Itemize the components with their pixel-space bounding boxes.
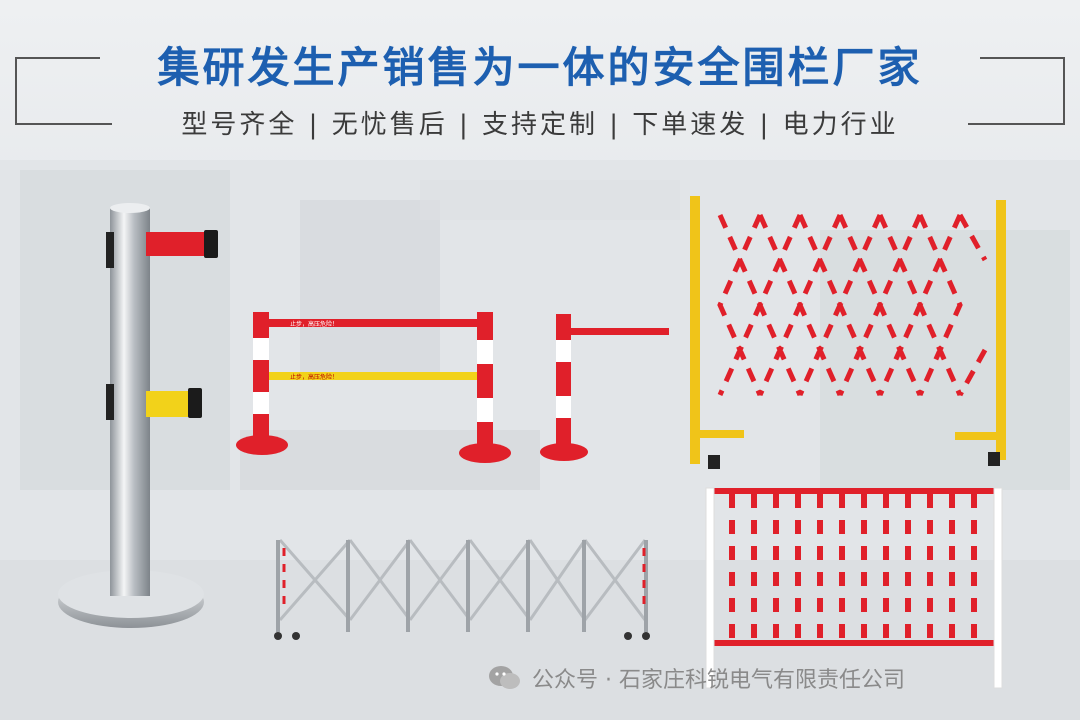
feature-list: 型号齐全 | 无忧售后 | 支持定制 | 下单速发 | 电力行业: [181, 110, 899, 140]
stainless-folding-barrier: [274, 539, 650, 640]
stainless-belt-post: [58, 203, 218, 628]
watermark: 公众号 · 石家庄科锐电气有限责任公司: [488, 660, 905, 696]
page-title: 集研发生产销售为一体的安全围栏厂家: [157, 43, 923, 92]
tape-text-yellow: 止步，高压危险！: [290, 373, 338, 381]
header-frame: [15, 57, 1065, 125]
watermark-text: 公众号 · 石家庄科锐电气有限责任公司: [532, 668, 905, 693]
wechat-icon: [489, 666, 520, 689]
red-white-belt-barrier: 止步，高压危险！ 止步，高压危险！: [236, 312, 669, 463]
yellow-frame-scissor-barrier: [690, 196, 1006, 469]
red-white-fence-panel: [705, 487, 1003, 689]
tape-text-red: 止步，高压危险！: [290, 320, 338, 328]
